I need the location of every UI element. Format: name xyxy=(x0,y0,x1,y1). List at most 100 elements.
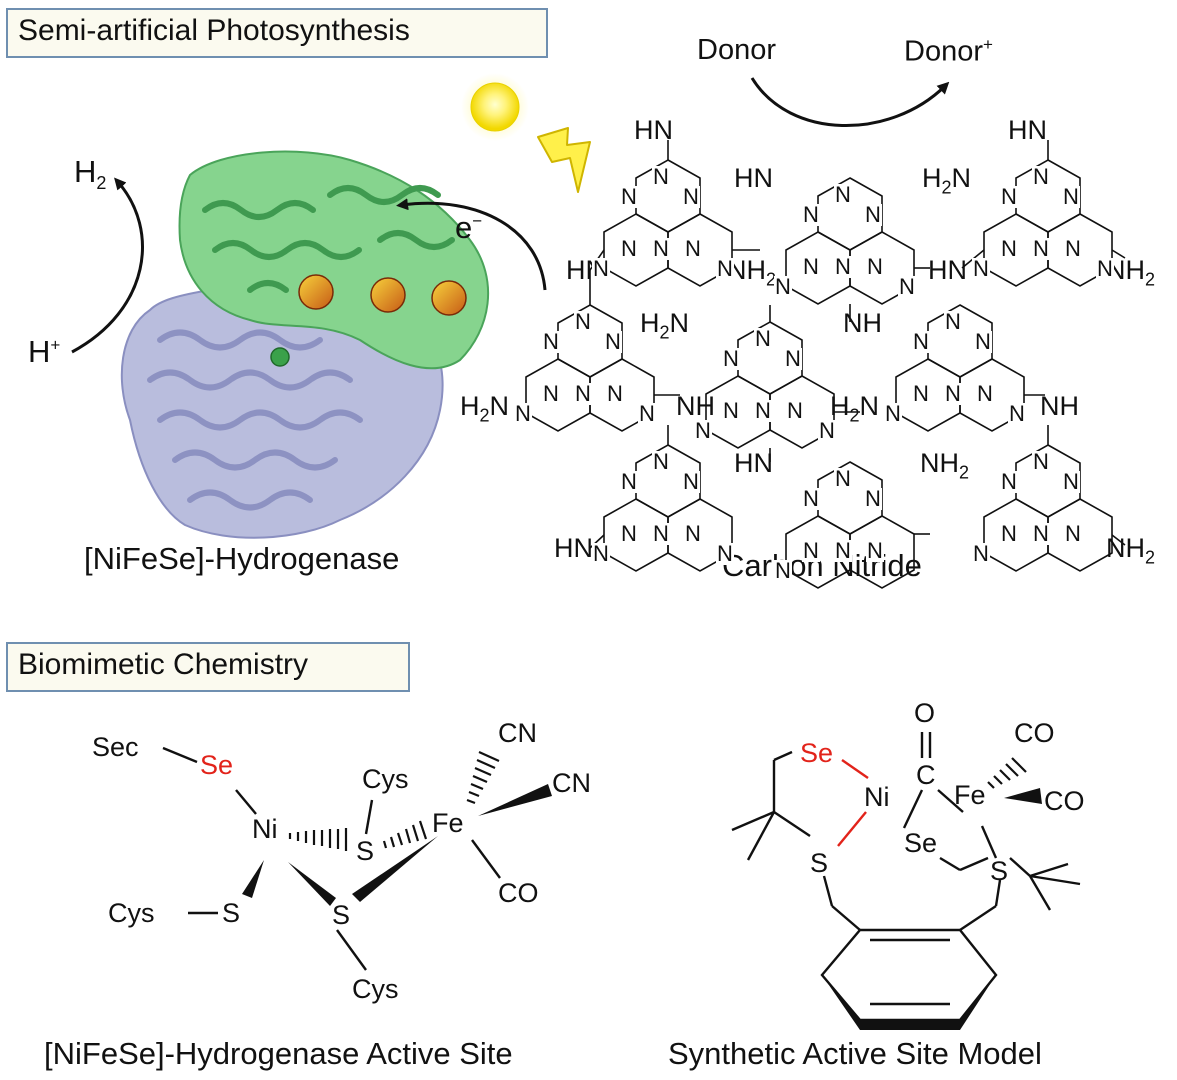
ring-nitrogen-label: N xyxy=(716,256,734,281)
donor-text: Donor xyxy=(697,34,776,66)
ring-nitrogen-label: N xyxy=(774,558,792,583)
atom-cys-upper: Cys xyxy=(362,764,409,794)
hn-text: HN xyxy=(734,163,773,193)
nh-text: NH xyxy=(1040,391,1079,421)
hashed-bond-s-fe xyxy=(382,820,428,849)
section-title-biomimetic: Biomimetic Chemistry xyxy=(6,642,410,692)
ring-nitrogen-label: N xyxy=(682,184,700,209)
ring-nitrogen-label: N xyxy=(1032,521,1050,546)
enzyme-caption: [NiFeSe]-Hydrogenase xyxy=(84,541,400,576)
ring-nitrogen-label: N xyxy=(866,538,884,563)
atom-ni-active: Ni xyxy=(252,814,278,844)
ring-nitrogen-label: N xyxy=(1000,521,1018,546)
ring-nitrogen-label: N xyxy=(1032,236,1050,261)
nh2-sub: 2 xyxy=(1145,269,1156,290)
atom-sec: Sec xyxy=(92,732,139,762)
model-atom-o: O xyxy=(914,698,936,728)
fes-clusters xyxy=(270,274,467,367)
ring-nitrogen-label: N xyxy=(866,254,884,279)
heptazine-unit xyxy=(785,177,915,305)
cn-nh-row3: NH xyxy=(843,310,882,337)
h2-symbol: H xyxy=(74,154,97,189)
ring-nitrogen-label: N xyxy=(774,274,792,299)
ring-nitrogen-label: N xyxy=(972,256,990,281)
ring-nitrogen-label: N xyxy=(972,541,990,566)
ring-nitrogen-label: N xyxy=(684,521,702,546)
ring-nitrogen-label: N xyxy=(1008,401,1026,426)
heptazine-unit xyxy=(983,444,1113,572)
atom-s-bridge-lower: S xyxy=(332,900,351,930)
cn-h2n-row4-left: H2N xyxy=(460,391,510,426)
h2n-h: H xyxy=(640,308,660,338)
atom-fe-active: Fe xyxy=(432,808,464,838)
section-title-photosynthesis: Semi-artificial Photosynthesis xyxy=(6,8,548,58)
atom-cn-upper: CN xyxy=(498,718,537,748)
donor-oxidation-arrow xyxy=(750,77,950,127)
proton-symbol: H xyxy=(28,334,51,369)
nh2-sub: 2 xyxy=(1145,547,1156,568)
ring-nitrogen-label: N xyxy=(1032,164,1050,189)
ring-nitrogen-label: N xyxy=(574,381,592,406)
electron-symbol: e xyxy=(455,210,473,245)
ring-nitrogen-label: N xyxy=(620,469,638,494)
ring-nitrogen-label: N xyxy=(604,329,622,354)
hn-text: HN xyxy=(1008,115,1047,145)
h2n-h: H xyxy=(922,163,942,193)
ring-nitrogen-label: N xyxy=(944,309,962,334)
nh-text: NH xyxy=(843,308,882,338)
h2n-n: N xyxy=(859,391,880,421)
ring-nitrogen-label: N xyxy=(716,541,734,566)
hn-text: HN xyxy=(734,448,773,478)
atom-co-active: CO xyxy=(498,878,539,908)
heptazine-unit xyxy=(525,304,655,432)
ring-nitrogen-label: N xyxy=(786,398,804,423)
cn-hn-bottom: HN xyxy=(554,535,593,562)
ring-nitrogen-label: N xyxy=(606,381,624,406)
wedge-bond-fe-s-bottom xyxy=(352,836,438,902)
cn-nh2-row5: NH2 xyxy=(920,450,969,482)
ring-nitrogen-label: N xyxy=(974,329,992,354)
ring-nitrogen-label: N xyxy=(754,326,772,351)
section-title-text: Biomimetic Chemistry xyxy=(18,648,309,681)
atom-cn-lower: CN xyxy=(552,768,591,798)
active-site-bonds xyxy=(162,746,501,971)
wedge-bond-ni-s-left xyxy=(242,860,264,898)
ring-nitrogen-label: N xyxy=(542,329,560,354)
atom-cys-left: Cys xyxy=(108,898,155,928)
nh2-text: NH xyxy=(1106,533,1145,563)
nh2-sub: 2 xyxy=(766,269,777,290)
heptazine-unit xyxy=(705,321,835,449)
ring-nitrogen-label: N xyxy=(514,401,532,426)
h2n-sub: 2 xyxy=(479,405,490,426)
cn-nh-row4-right: NH xyxy=(1040,393,1079,420)
ring-nitrogen-label: N xyxy=(1062,469,1080,494)
model-caption: Synthetic Active Site Model xyxy=(668,1036,1042,1071)
h2-subscript: 2 xyxy=(96,173,107,194)
cn-hn-mid: HN xyxy=(734,165,773,192)
h2-label: H2 xyxy=(74,156,106,192)
ring-nitrogen-label: N xyxy=(884,401,902,426)
h2n-sub: 2 xyxy=(849,405,860,426)
ring-nitrogen-label: N xyxy=(864,486,882,511)
cn-nh2-bottom: NH2 xyxy=(1106,533,1156,568)
ring-nitrogen-label: N xyxy=(652,521,670,546)
model-atom-co-lower: CO xyxy=(1044,786,1085,816)
model-atom-ni: Ni xyxy=(864,782,890,812)
ring-nitrogen-label: N xyxy=(592,256,610,281)
hydrogenase-protein xyxy=(120,150,490,539)
ring-nitrogen-label: N xyxy=(722,346,740,371)
cn-h2n-top: H2N xyxy=(922,163,971,198)
ring-nitrogen-label: N xyxy=(1000,469,1018,494)
ring-nitrogen-label: N xyxy=(834,538,852,563)
h2n-sub: 2 xyxy=(941,177,952,198)
ring-nitrogen-label: N xyxy=(592,541,610,566)
h2n-sub: 2 xyxy=(659,322,670,343)
ring-nitrogen-label: N xyxy=(818,418,836,443)
model-hashed-fe-co xyxy=(987,757,1027,789)
ring-nitrogen-label: N xyxy=(864,202,882,227)
h2n-h: H xyxy=(830,391,850,421)
ring-nitrogen-label: N xyxy=(912,329,930,354)
nh-text: NH xyxy=(676,391,715,421)
h2n-n: N xyxy=(489,391,510,421)
electron-transfer-arrow xyxy=(396,198,547,291)
